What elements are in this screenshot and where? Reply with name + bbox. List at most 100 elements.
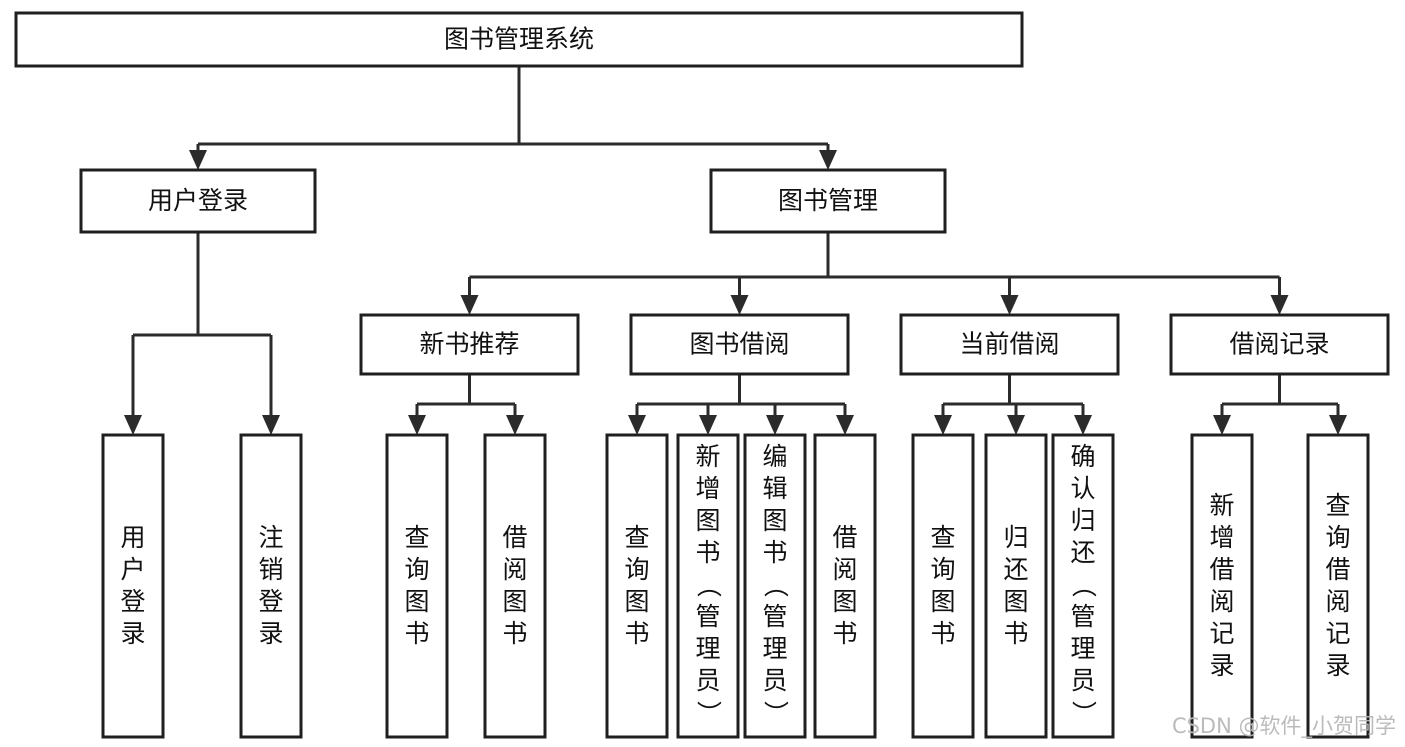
svg-text:查: 查 [930, 523, 955, 552]
node-borrow-record[interactable]: 借阅记录 [1169, 313, 1390, 376]
arrow-head-icon [1213, 415, 1231, 435]
svg-text:（: （ [761, 572, 790, 597]
connector-layer [124, 66, 1347, 435]
svg-text:还: 还 [1070, 538, 1095, 567]
svg-text:书: 书 [624, 619, 649, 648]
svg-text:认: 认 [1070, 474, 1095, 503]
svg-text:询: 询 [624, 555, 649, 584]
svg-text:辑: 辑 [762, 474, 787, 503]
leaf-leaf-add-book-admin-outline [676, 433, 740, 739]
leaf-leaf-query-book-borrow-outline [605, 433, 669, 739]
svg-text:图: 图 [404, 587, 429, 616]
svg-text:书: 书 [832, 619, 857, 648]
node-borrow-record-outline [1169, 313, 1390, 376]
node-book-manage-label: 图书管理 [778, 186, 878, 215]
svg-text:登: 登 [258, 587, 283, 616]
leaf-leaf-return-book-outline [984, 433, 1048, 739]
connector-bookmanage-to-level3 [460, 232, 1289, 315]
arrow-head-icon [1000, 295, 1019, 315]
svg-text:管: 管 [762, 602, 787, 631]
svg-text:记: 记 [1325, 619, 1350, 648]
connector-userlogin-to-leaves [124, 232, 280, 435]
leaf-leaf-borrow-book-recommend-outline [483, 433, 547, 739]
svg-text:图: 图 [695, 506, 720, 535]
leaf-leaf-user-login[interactable]: 用户登录 [101, 433, 165, 739]
svg-text:归: 归 [1003, 523, 1028, 552]
svg-text:阅: 阅 [502, 555, 527, 584]
svg-text:（: （ [694, 572, 723, 597]
svg-text:借: 借 [502, 523, 527, 552]
node-current-borrow[interactable]: 当前借阅 [899, 313, 1120, 376]
node-current-borrow-label: 当前借阅 [959, 330, 1059, 359]
svg-text:查: 查 [1325, 491, 1350, 520]
connector-recommend-to-leaves [408, 374, 524, 435]
leaf-leaf-user-login-outline [101, 433, 165, 739]
svg-text:编: 编 [762, 442, 787, 471]
svg-text:）: ） [761, 700, 790, 725]
svg-text:还: 还 [1003, 555, 1028, 584]
node-user-login[interactable]: 用户登录 [79, 168, 317, 234]
svg-text:录: 录 [1325, 651, 1350, 680]
connector-record-to-leaves [1213, 374, 1347, 435]
svg-text:登: 登 [120, 587, 145, 616]
arrow-head-icon [836, 415, 854, 435]
node-user-login-outline [79, 168, 317, 234]
svg-text:阅: 阅 [832, 555, 857, 584]
svg-text:理: 理 [1070, 634, 1095, 663]
node-new-book-recommend-label: 新书推荐 [419, 330, 519, 359]
arrow-head-icon [1270, 295, 1289, 315]
svg-text:员: 员 [1070, 666, 1095, 695]
arrow-head-icon [262, 415, 280, 435]
svg-text:员: 员 [762, 666, 787, 695]
leaf-leaf-edit-book-admin-outline [743, 433, 807, 739]
leaf-leaf-add-borrow-record-outline [1190, 433, 1254, 739]
svg-text:管: 管 [1070, 602, 1095, 631]
leaf-leaf-query-borrow-record-outline [1306, 433, 1370, 739]
node-box-layer: 图书管理系统用户登录图书管理新书推荐图书借阅当前借阅借阅记录用户登录注销登录查询… [14, 11, 1390, 739]
svg-text:查: 查 [404, 523, 429, 552]
svg-text:询: 询 [1325, 523, 1350, 552]
svg-text:增: 增 [1209, 523, 1234, 552]
node-book-borrow-outline [629, 313, 850, 376]
arrow-head-icon [408, 415, 426, 435]
connector-current-to-leaves [934, 374, 1092, 435]
arrow-head-icon [1007, 415, 1025, 435]
node-new-book-recommend[interactable]: 新书推荐 [359, 313, 580, 376]
svg-text:销: 销 [258, 555, 283, 584]
arrow-head-icon [699, 415, 717, 435]
node-book-borrow-label: 图书借阅 [689, 330, 789, 359]
arrow-head-icon [766, 415, 784, 435]
leaf-leaf-confirm-return-admin-outline [1051, 433, 1115, 739]
svg-text:录: 录 [120, 619, 145, 648]
node-book-borrow[interactable]: 图书借阅 [629, 313, 850, 376]
node-book-manage[interactable]: 图书管理 [709, 168, 947, 234]
node-root[interactable]: 图书管理系统 [14, 11, 1024, 68]
arrow-head-icon [1329, 415, 1347, 435]
svg-text:）: ） [1069, 700, 1098, 725]
svg-text:新: 新 [1209, 491, 1234, 520]
arrow-head-icon [730, 295, 749, 315]
arrow-head-icon [189, 150, 207, 170]
svg-text:增: 增 [695, 474, 720, 503]
node-book-manage-outline [709, 168, 947, 234]
